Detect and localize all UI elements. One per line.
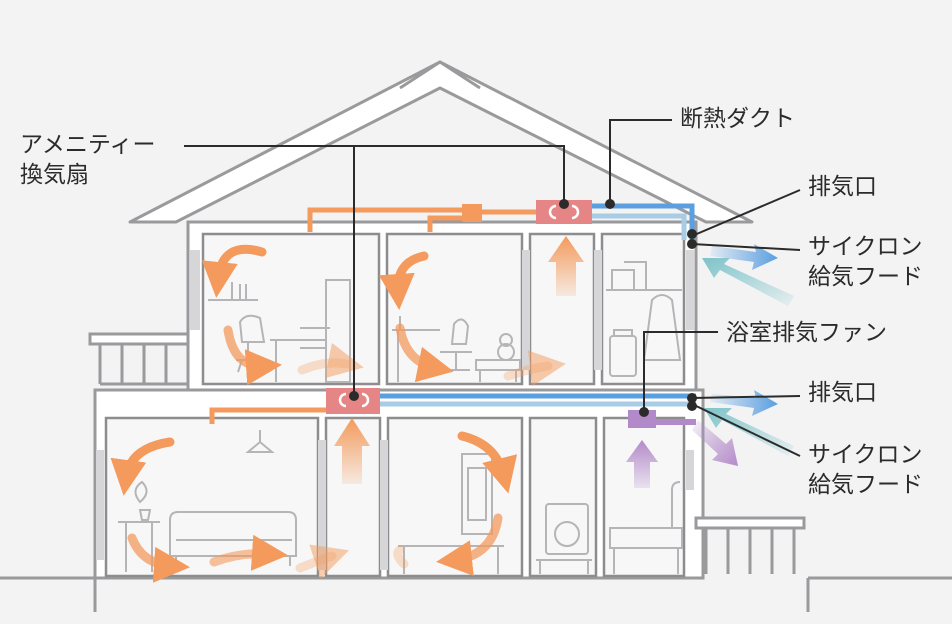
suitcase-icon [609, 329, 637, 377]
exhaust-port-upper-label: 排気口 [808, 174, 877, 200]
roof [128, 60, 754, 224]
exhaust-port-lower-label: 排気口 [808, 380, 877, 406]
ground-line [0, 576, 97, 612]
bath-fan-arrow [626, 440, 658, 488]
damper-box [462, 204, 482, 222]
leader-lines [184, 119, 801, 457]
extraction-ducts [209, 207, 536, 424]
amenity-fan-label: アメニティー 換気扇 [20, 132, 156, 188]
right-balcony [694, 516, 806, 574]
bathtub-icon [609, 481, 683, 574]
upflow-arrows [334, 236, 584, 484]
sofa-icon [169, 511, 297, 566]
leader-dots [349, 199, 697, 417]
cyclone-hood-upper-label: サイクロン 給気フード [808, 234, 923, 290]
insulated-duct-label: 断熱ダクト [680, 106, 795, 132]
left-balcony [88, 332, 190, 386]
teddy-bear-icon [497, 333, 515, 361]
bath-fan-icon [628, 410, 656, 428]
exterior-airflow [692, 244, 794, 466]
cyclone-hood-lower-label: サイクロン 給気フード [808, 442, 923, 498]
furniture [118, 261, 683, 574]
washer-icon [545, 503, 589, 555]
airflow-arrows [110, 244, 566, 583]
bathroom-fan-label: 浴室排気ファン [726, 320, 887, 346]
